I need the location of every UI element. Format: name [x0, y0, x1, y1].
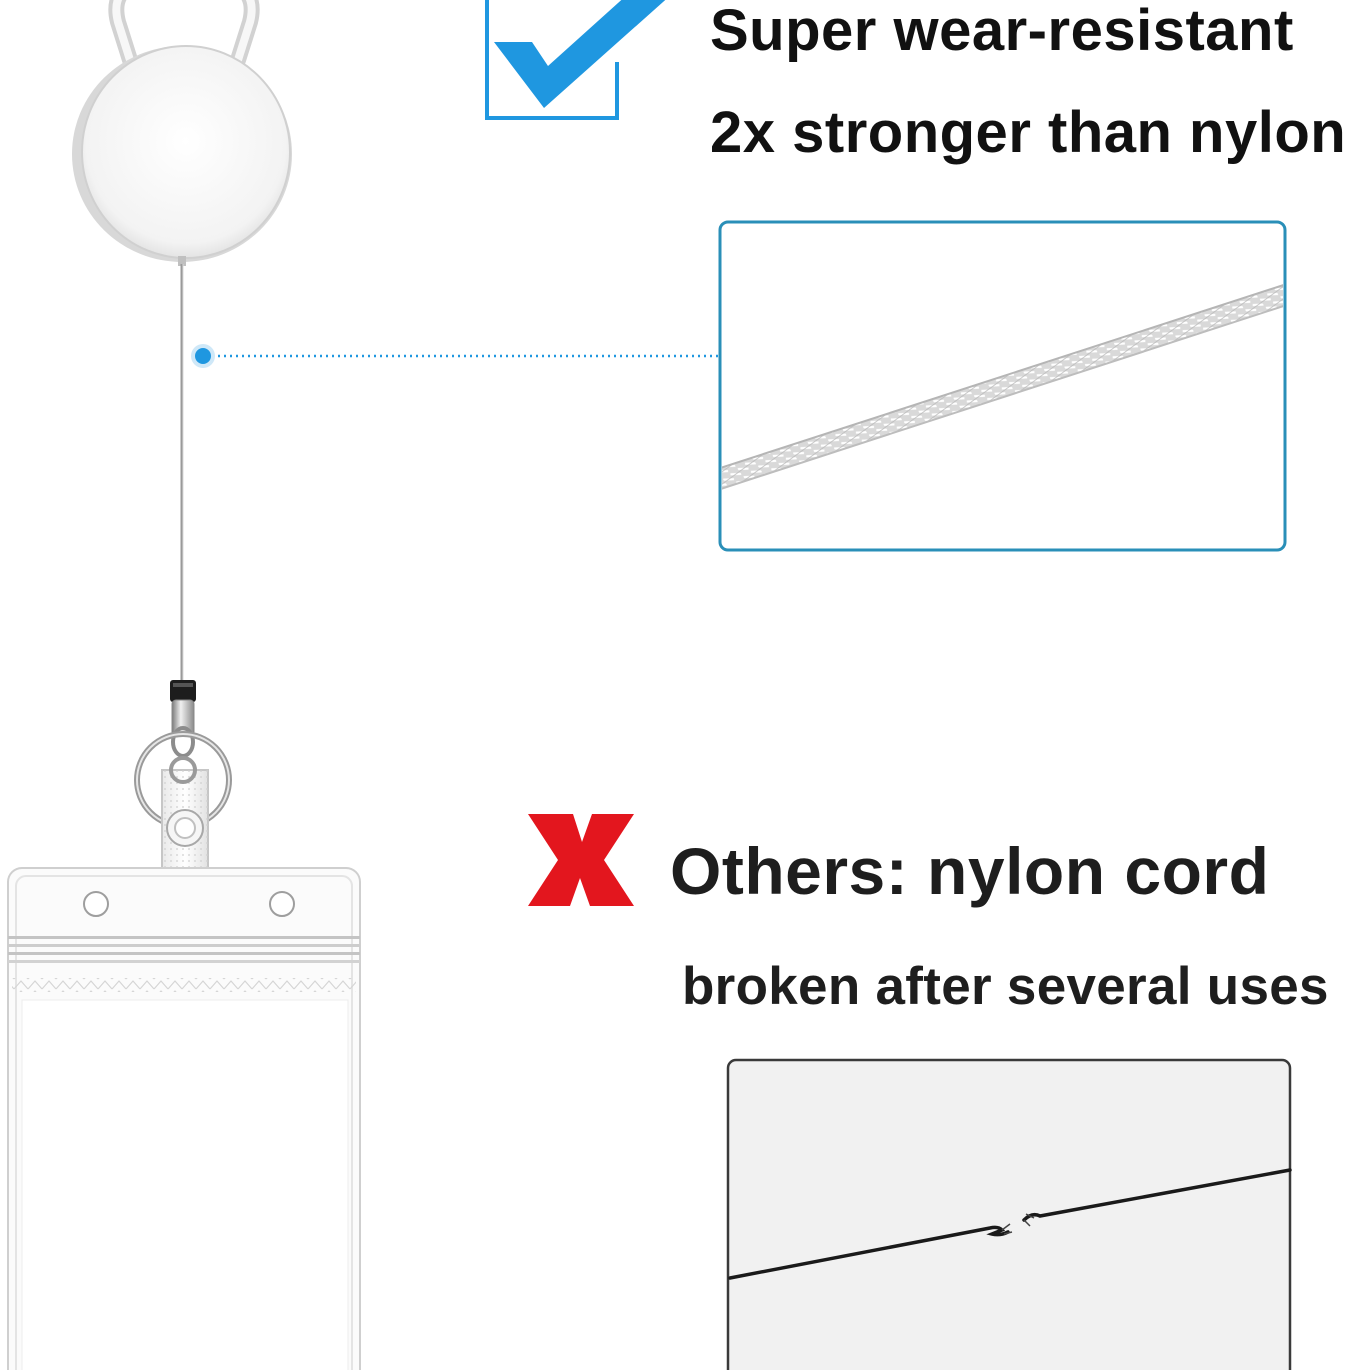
cross-icon: [528, 814, 634, 906]
nylon-cord-zoom-panel: [726, 1058, 1292, 1370]
competitor-headline: Others: nylon cord: [670, 834, 1270, 908]
steel-wire-zoom-panel: [718, 220, 1287, 552]
zip-seal: [12, 978, 356, 992]
competitor-subheadline: broken after several uses: [682, 957, 1329, 1016]
feature-subheadline: 2x stronger than nylon: [710, 100, 1347, 165]
slot-hole: [83, 891, 109, 917]
callout-pointer: [191, 344, 718, 368]
card-holder-sleeve: [7, 867, 361, 1370]
badge-reel: [72, 0, 292, 266]
callout-dot-icon: [195, 348, 211, 364]
check-icon: [485, 0, 666, 120]
feature-headline: Super wear-resistant: [710, 0, 1294, 63]
slot-hole: [269, 891, 295, 917]
